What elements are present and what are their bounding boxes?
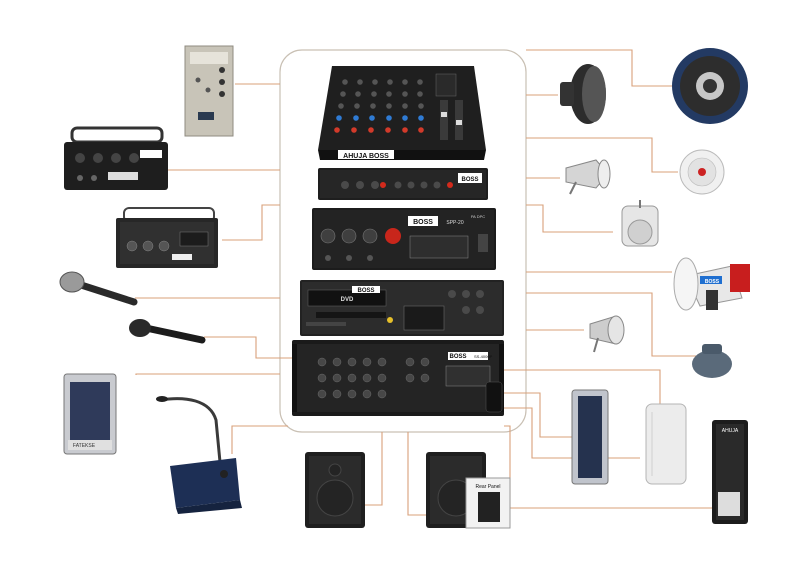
wired-microphone-icon: [129, 319, 206, 344]
rear-panel-label: Rear Panel: [475, 484, 500, 490]
small-amplifier-icon: [116, 207, 218, 268]
projector-speaker-icon: [621, 200, 659, 247]
amplifier-ss4000p: [292, 340, 504, 416]
tall-column-speaker-icon: [571, 389, 609, 485]
amplifier-spp20: [312, 208, 496, 270]
small-horn-icon: [589, 315, 625, 353]
preamp-unit: [318, 168, 488, 200]
horn-speaker-icon: [565, 159, 611, 195]
mixer-brand-label: AHUJA BOSS: [343, 153, 389, 160]
preamp-brand-label: BOSS: [461, 177, 478, 183]
column-black-brand-label: AHUJA: [722, 428, 739, 434]
black-column-speaker-icon: [712, 420, 748, 524]
dvd-brand-label: BOSS: [357, 288, 374, 294]
weatherproof-speaker-icon: [692, 344, 732, 378]
column-speaker-icon: [63, 373, 117, 455]
mixer-console: [318, 66, 486, 160]
amp2-brand-label: BOSS: [449, 354, 466, 360]
portable-amplifier-icon: [64, 126, 168, 190]
ceiling-speaker-icon: [679, 149, 725, 195]
white-column-speaker-icon: [645, 403, 687, 485]
amp2-model-label: SS-4000P: [474, 354, 493, 359]
amp1-sub-label: PA DPC: [471, 214, 485, 219]
woofer-icon: [672, 48, 748, 124]
dvd-tray-label: DVD: [341, 297, 354, 303]
amp1-brand-label: BOSS: [413, 219, 433, 226]
paging-microphone-icon: [156, 396, 242, 514]
wall-mixer-icon: [184, 45, 234, 137]
handheld-microphone-icon: [59, 271, 138, 306]
cabinet-speaker-icon: [305, 452, 365, 528]
amp1-model-label: SPP-20: [446, 220, 463, 226]
dvd-amplifier: [300, 280, 504, 336]
megaphone-icon: [673, 257, 750, 311]
driver-unit-icon: [560, 64, 606, 124]
column-left-brand-label: FATEKSE: [73, 443, 96, 449]
cabinet-speaker-rear-icon: [426, 452, 511, 529]
megaphone-brand-label: BOSS: [705, 279, 720, 285]
